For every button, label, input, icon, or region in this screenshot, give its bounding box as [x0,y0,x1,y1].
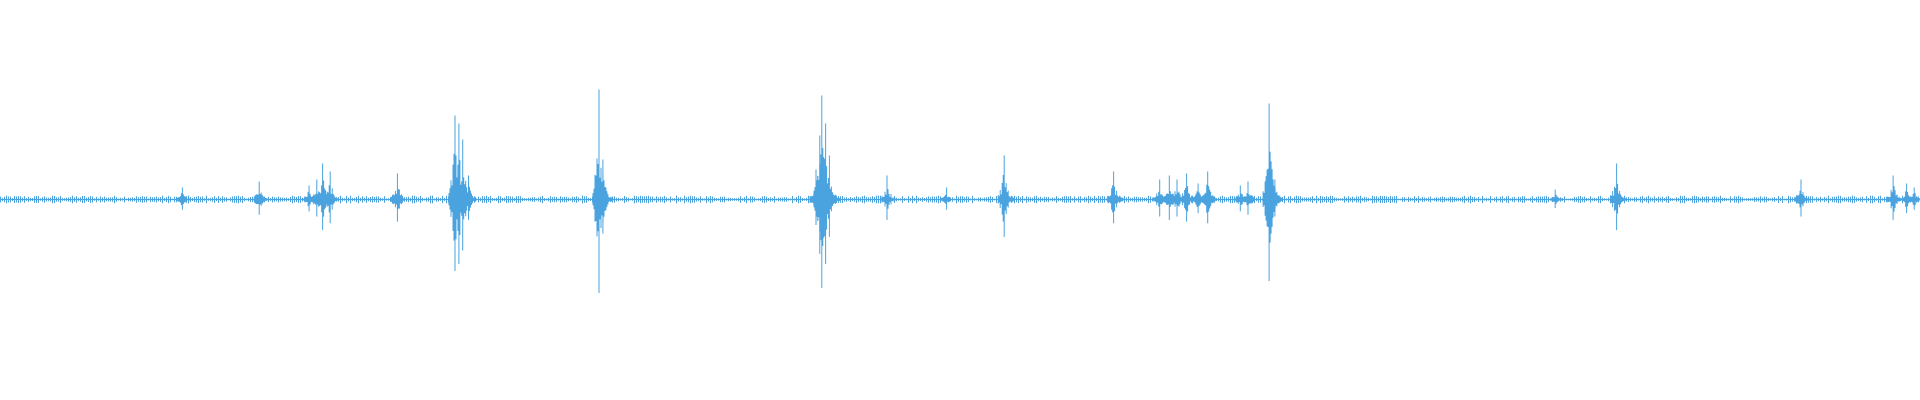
waveform-spike [1886,175,1902,220]
waveform-spike [940,187,952,210]
waveform-spike [1201,171,1217,224]
waveform-spike [176,187,190,210]
waveform-spike [1908,187,1920,210]
waveform-spikes [0,89,1920,293]
waveform-spike [253,181,268,215]
waveform-spike [390,173,405,222]
waveform-spike [1794,179,1810,217]
waveform-spike [323,171,339,224]
waveform-spike [462,175,476,220]
waveform-spike [1610,163,1628,231]
waveform-spike [1107,171,1125,224]
waveform-spike [880,175,897,220]
waveform-spike [596,159,614,234]
waveform-spike [1241,181,1258,215]
waveform-spike [1268,179,1283,217]
waveform-spike [822,155,840,237]
waveform-spike [1180,173,1197,222]
waveform-spike [997,155,1015,237]
waveform-spike [1550,189,1562,208]
